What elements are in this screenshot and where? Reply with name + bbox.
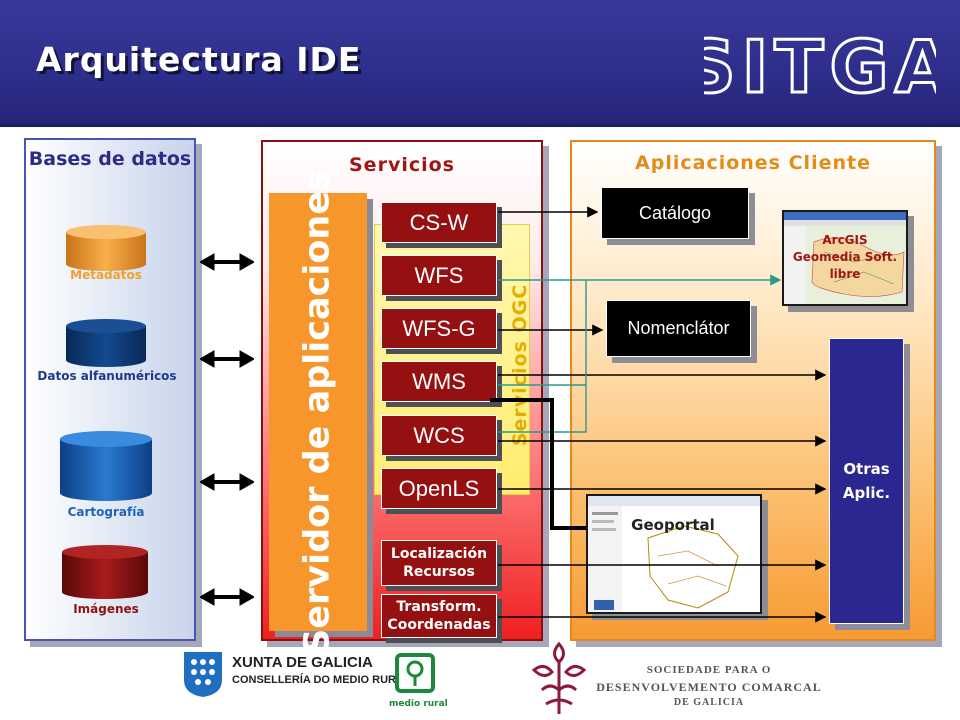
service-openls: OpenLS — [381, 468, 497, 509]
client-applications-title: Aplicaciones Cliente — [635, 152, 871, 174]
service-wcs: WCS — [381, 415, 497, 456]
xunta-logo-line1: XUNTA DE GALICIA — [232, 654, 373, 671]
alphanumeric-data-cylinder-icon — [66, 319, 146, 367]
service-coordinate-transform: Transform. Coordenadas — [381, 594, 497, 638]
alphanumeric-data-label: Datos alfanuméricos — [37, 369, 177, 383]
service-resource-location: Localización Recursos — [381, 540, 497, 586]
application-server-box — [269, 193, 367, 631]
medio-rural-logo-text: medio rural — [389, 699, 448, 709]
application-server-label: Servidor de aplicaciones — [297, 170, 338, 654]
desktop-gis-label: ArcGIS Geomedia Soft. libre — [792, 233, 898, 281]
images-label: Imágenes — [73, 602, 139, 616]
double-arrow-icon — [200, 473, 254, 491]
double-arrow-icon — [200, 253, 254, 271]
service-wfs: WFS — [381, 255, 497, 296]
page-title: Arquitectura IDE — [36, 40, 362, 79]
xunta-logo-line2: CONSELLERÍA DO MEDIO RURAL — [232, 674, 411, 686]
geoportal-label: Geoportal — [631, 516, 715, 534]
services-title: Servicios — [349, 154, 455, 176]
other-applications: Otras Aplic. — [829, 338, 904, 624]
double-arrow-icon — [200, 588, 254, 606]
metadata-label: Metadatos — [70, 268, 142, 282]
databases-title: Bases de datos — [28, 148, 192, 170]
sociedade-logo-line3: DE GALICIA — [673, 697, 745, 708]
xunta-shield-icon — [184, 652, 222, 697]
double-arrow-icon — [200, 350, 254, 368]
sociedade-logo-line1: SOCIEDADE PARA O — [646, 664, 772, 676]
service-wfs-g: WFS-G — [381, 308, 497, 349]
geoportal-map-image — [588, 496, 760, 612]
sociedade-emblem-icon — [531, 641, 587, 714]
medio-rural-logo-icon — [395, 653, 435, 693]
gazetteer-app: Nomenclátor — [606, 300, 751, 357]
service-csw: CS-W — [381, 202, 497, 243]
metadata-cylinder-icon — [66, 225, 146, 271]
header-bar — [0, 0, 960, 127]
sitga-logo: SITGA — [704, 24, 936, 111]
ogc-services-label: Servicios OGC — [509, 283, 531, 447]
images-cylinder-icon — [62, 545, 148, 599]
desktop-gis-screenshot — [782, 210, 908, 306]
sitga-logo-text: SITGA — [704, 25, 936, 109]
catalog-app: Catálogo — [601, 187, 749, 239]
service-wms: WMS — [381, 361, 497, 402]
cartography-label: Cartografía — [67, 505, 145, 519]
sociedade-logo-line2: DESENVOLVEMENTO COMARCAL — [596, 680, 822, 694]
geoportal-screenshot — [586, 494, 762, 614]
desktop-gis-map-image — [784, 212, 906, 304]
db-connection-arrows — [200, 253, 254, 606]
cartography-cylinder-icon — [60, 431, 152, 501]
